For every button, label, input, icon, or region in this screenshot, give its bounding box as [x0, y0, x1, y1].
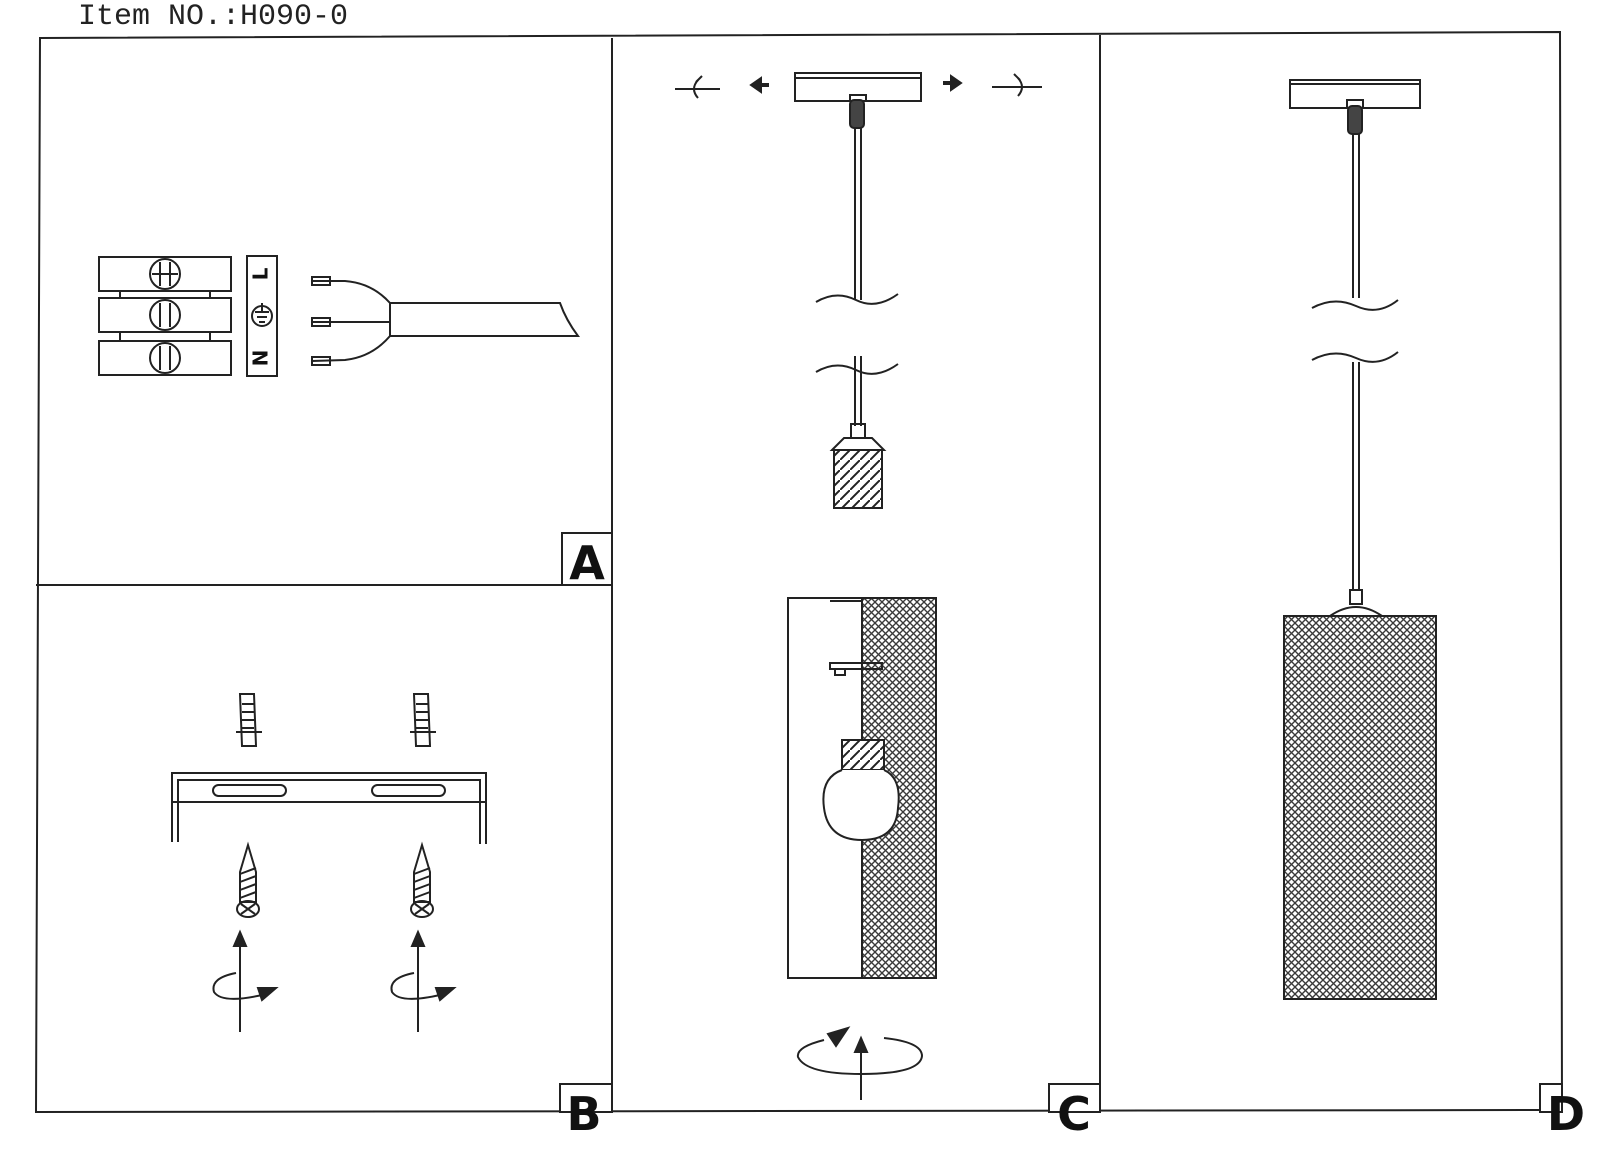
- direction-arrow-icon: [943, 73, 1042, 97]
- screw-head-2: [149, 299, 181, 331]
- panel-a: [98, 255, 580, 377]
- panel-d-letter: D: [1547, 1087, 1585, 1141]
- terminal-label-live: L: [249, 267, 273, 280]
- panel-b-letter: B: [566, 1087, 601, 1141]
- mains-cable: [311, 276, 580, 366]
- terminal-block: [98, 256, 232, 376]
- panel-c-letter-box: [1048, 1083, 1101, 1113]
- rotation-arrow-icon: [390, 929, 457, 1032]
- panel-c: [675, 72, 1042, 1100]
- terminal-label-strip: [246, 255, 278, 377]
- panel-a-letter: A: [569, 536, 605, 590]
- screw-icon: [236, 841, 260, 918]
- rotation-arrow-icon: [212, 929, 279, 1032]
- screw-head-3: [149, 342, 181, 374]
- ceiling-canopy: [794, 72, 922, 129]
- panel-d: [1283, 79, 1437, 1000]
- lamp-holder: [829, 423, 887, 509]
- rotation-arrow-icon: [796, 1026, 924, 1100]
- direction-arrow-icon: [675, 75, 769, 99]
- ground-symbol-icon: [251, 303, 273, 327]
- panel-c-letter: C: [1057, 1087, 1091, 1141]
- panel-a-letter-box: [561, 532, 613, 586]
- ceiling-canopy: [1289, 79, 1421, 135]
- item-number: Item NO.:H090-0: [78, 0, 349, 34]
- panel-b-letter-box: [559, 1083, 613, 1113]
- screw-icon: [410, 841, 434, 918]
- panel-d-letter-box: [1539, 1083, 1563, 1113]
- wall-plug-icon: [410, 693, 436, 747]
- panel-b: [171, 693, 487, 1032]
- lampshade-cutaway: [787, 597, 937, 979]
- mounting-bracket: [171, 772, 487, 844]
- screw-head-1: [149, 258, 181, 290]
- wall-plug-icon: [236, 693, 262, 747]
- lampshade: [1283, 615, 1437, 1000]
- terminal-label-neutral: N: [249, 350, 273, 367]
